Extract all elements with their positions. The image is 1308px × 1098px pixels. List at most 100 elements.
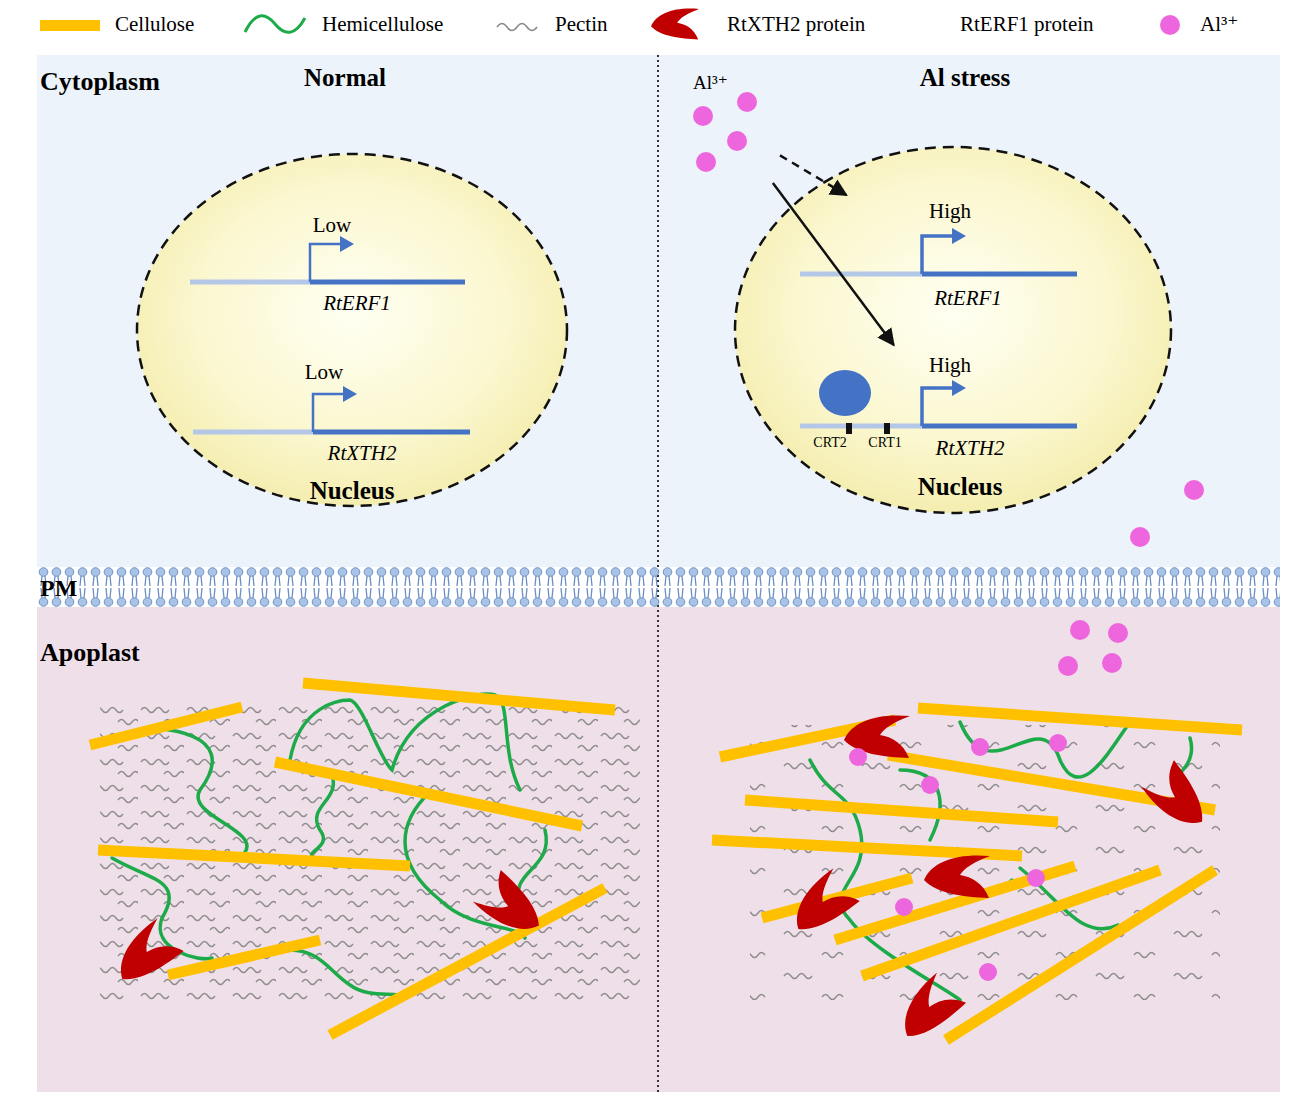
- crt-element: [846, 423, 852, 434]
- hemicellulose-chains: [290, 694, 520, 790]
- transcription-arrowhead: [952, 228, 966, 244]
- nucleus-outline: [735, 147, 1171, 513]
- hemicellulose-chains: [958, 858, 1012, 894]
- xth-proteins: [107, 715, 1216, 1048]
- hemicellulose-chains: [312, 770, 334, 860]
- panel-divider: [658, 55, 659, 1092]
- transcription-arrow: [313, 394, 343, 432]
- aluminium-ion: [727, 131, 747, 151]
- aluminium-ions: [921, 776, 939, 794]
- legend-text: Al³⁺: [1200, 12, 1308, 36]
- hemicellulose-chains: [290, 950, 402, 998]
- node-heading: Al stress: [865, 64, 1065, 93]
- aluminium-ions: [1108, 623, 1128, 643]
- transcription-arrow: [922, 236, 952, 274]
- hemicellulose-chains: [1172, 738, 1192, 782]
- pectin-matrix: [100, 700, 640, 1000]
- membrane-label: PM: [40, 575, 100, 603]
- cellulose-microfibrils: [98, 850, 410, 866]
- xth-proteins: [890, 972, 967, 1049]
- legend-text: RtXTH2 protein: [727, 12, 927, 36]
- transcription-arrow: [310, 244, 340, 282]
- cellulose-microfibrils: [168, 940, 320, 975]
- xth-proteins: [844, 715, 910, 758]
- legend-samples: [651, 8, 699, 39]
- aluminium-ions: [1058, 656, 1078, 676]
- cellulose-microfibrils: [888, 755, 1215, 810]
- cellulose-microfibrils: [90, 707, 242, 745]
- hemicellulose-chains: [112, 858, 212, 959]
- xth-proteins: [783, 868, 861, 943]
- cellulose-microfibrils: [918, 708, 1242, 730]
- legend-samples: [497, 24, 537, 31]
- promoter-region: [800, 272, 922, 277]
- aluminium-ions: [1070, 620, 1090, 640]
- panel-divider: [657, 55, 659, 1092]
- gene-node: HighRtERF1: [800, 195, 1077, 305]
- cellulose-microfibrils: [745, 800, 1058, 822]
- cellulose-microfibrils: [835, 866, 1075, 940]
- aluminium-ions: [1102, 653, 1122, 673]
- node-heading: High: [920, 199, 980, 223]
- gene-body: [922, 424, 1077, 429]
- hemicellulose-chains: [155, 728, 247, 852]
- hemicellulose-chains: [900, 770, 940, 840]
- node-heading: Al³⁺: [693, 72, 753, 94]
- cellulose-microfibrils: [330, 888, 605, 1035]
- transcription-arrow: [922, 388, 952, 426]
- cellulose-microfibrils: [712, 840, 1022, 856]
- crt-element: [884, 423, 890, 434]
- region-panel: CytoplasmNormalNucleusLowRtERF1LowRtXTH2…: [37, 55, 1280, 567]
- node-text: RtERF1: [878, 286, 1058, 310]
- node-heading: Normal: [245, 64, 445, 93]
- node-heading: Low: [294, 360, 354, 384]
- cellulose-microfibrils: [946, 870, 1215, 1040]
- transcription-arrowhead: [343, 386, 357, 402]
- cellulose-microfibrils: [90, 683, 1242, 1040]
- transcription-arrowhead: [340, 236, 354, 252]
- nucleus-outline: [137, 154, 567, 506]
- hemicellulose-chains: [1020, 868, 1118, 929]
- aluminium-ions: [849, 748, 867, 766]
- cellulose-microfibrils: [275, 762, 582, 826]
- legend-text: Pectin: [555, 12, 755, 36]
- aluminium-ions: [895, 898, 913, 916]
- aluminium-ions: [1130, 527, 1150, 547]
- gene-body: [922, 272, 1077, 277]
- hemicellulose-chains: [518, 830, 546, 905]
- cellulose-microfibrils: [303, 683, 615, 710]
- aluminium-ions: [1184, 480, 1204, 500]
- node-heading: Nucleus: [860, 473, 1060, 502]
- xth-proteins: [924, 855, 990, 898]
- node-heading: Low: [302, 213, 362, 237]
- legend-text: Hemicellulose: [322, 12, 522, 36]
- plasma-membrane: [37, 567, 1280, 607]
- node-heading: Apoplast: [40, 638, 260, 668]
- erf1-protein: [819, 370, 871, 416]
- aluminium-ions: [849, 480, 1204, 981]
- aluminium-ion: [693, 106, 713, 126]
- node-heading: Nucleus: [252, 477, 452, 506]
- promoter-region: [190, 280, 310, 285]
- aluminium-ions: [979, 963, 997, 981]
- signal-arrow: [773, 183, 894, 345]
- hemicellulose-chains: [405, 792, 525, 938]
- legend-text: RtERF1 protein: [960, 12, 1160, 36]
- aluminium-ions: [971, 738, 989, 756]
- aluminium-ion: [696, 152, 716, 172]
- node-text: RtXTH2: [272, 441, 452, 465]
- aluminium-ion: [737, 92, 757, 112]
- legend-swatch: [1160, 15, 1180, 35]
- cellulose-microfibrils: [720, 720, 895, 757]
- hemicellulose-chains: [960, 722, 1130, 777]
- cellulose-microfibrils: [862, 870, 1160, 976]
- gene-body: [310, 280, 465, 285]
- node-heading: Cytoplasm: [40, 67, 260, 97]
- legend-text: Cellulose: [115, 12, 315, 36]
- signal-arrow: [780, 155, 846, 195]
- node-text: CRT2: [805, 435, 855, 451]
- nucleus-node: NucleusLowRtERF1LowRtXTH2: [135, 152, 569, 508]
- xth-proteins: [473, 869, 551, 944]
